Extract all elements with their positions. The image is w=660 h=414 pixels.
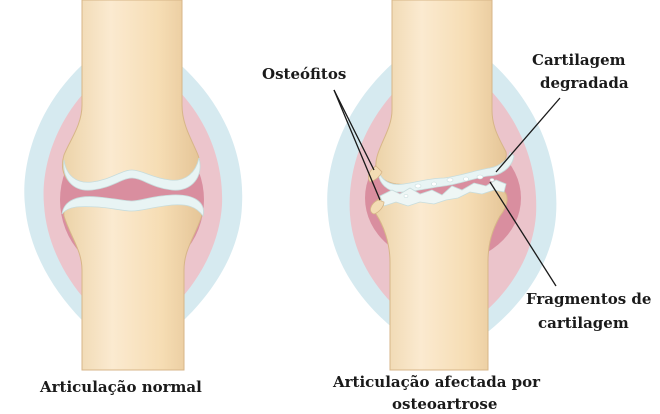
normal-upper-bone (62, 0, 199, 188)
normal-joint-caption: Articulação normal (39, 378, 202, 396)
normal-lower-bone (64, 198, 202, 370)
fragments-label-line2: cartilagem (538, 314, 629, 332)
cartilage-fragment (404, 195, 408, 198)
arthritic-joint-caption-line2: osteoartrose (392, 395, 497, 413)
degraded-cartilage-label-line1: Cartilagem (532, 51, 626, 69)
osteophytes-label: Osteófitos (262, 65, 346, 83)
cartilage-fragment (432, 182, 437, 186)
arthritic-lower-bone (374, 188, 507, 370)
normal-joint: Articulação normal (24, 0, 242, 396)
cartilage-fragment (447, 178, 453, 182)
fragments-label-line1: Fragmentos de (526, 290, 651, 308)
arthritic-upper-bone (376, 0, 506, 185)
cartilage-fragment (415, 184, 421, 188)
cartilage-fragment (490, 179, 494, 182)
degraded-cartilage-label-line2: degradada (540, 74, 629, 92)
cartilage-fragment (477, 175, 483, 179)
arthritic-joint-caption-line1: Articulação afectada por (332, 373, 541, 391)
cartilage-fragment (464, 177, 469, 181)
arthritic-joint: Osteófitos Cartilagem degradada Fragment… (262, 0, 651, 413)
